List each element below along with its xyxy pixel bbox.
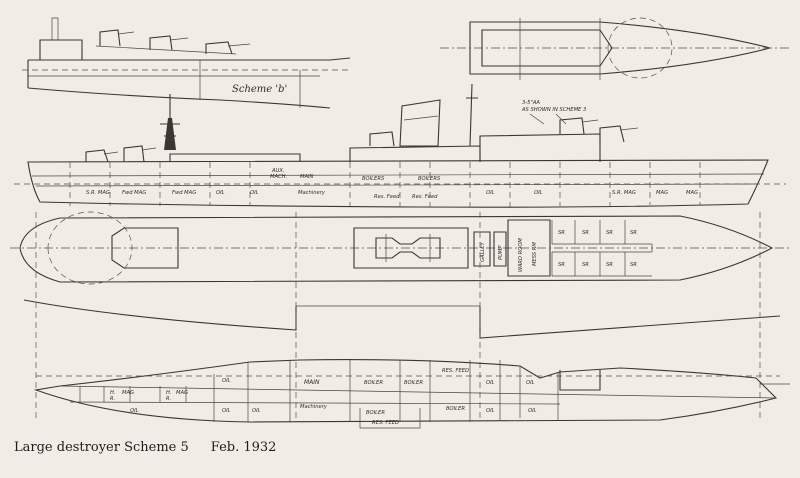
hold-oil-a: OIL bbox=[222, 378, 231, 384]
pump-label: PUMP bbox=[498, 245, 504, 260]
profile-fwd-mag-2: Fwd MAG bbox=[172, 190, 196, 196]
hold-oil-d: OIL bbox=[486, 408, 495, 414]
hold-boiler-1: BOILER bbox=[364, 380, 383, 386]
hold-oil-f: OIL bbox=[222, 408, 231, 414]
sr-cabin-4: SR bbox=[630, 230, 637, 236]
profile-main-label: MAIN bbox=[300, 174, 314, 180]
profile-aft-mag-1: S.R. MAG bbox=[612, 190, 636, 196]
hold-main-label: MAIN bbox=[304, 379, 320, 386]
profile-oil-3: OIL bbox=[486, 190, 495, 196]
profile-boilers-2: BOILERS bbox=[418, 176, 441, 182]
figure-caption: Large destroyer Scheme 5 Feb. 1932 bbox=[14, 440, 276, 455]
hold-oil-b: OIL bbox=[486, 380, 495, 386]
profile-sr-mag: S.R. MAG bbox=[86, 190, 110, 196]
hold-boiler-2: BOILER bbox=[404, 380, 423, 386]
main-profile-view: 3-5"AA AS SHOWN IN SCHEME 3 AUX. MACH. M… bbox=[14, 83, 786, 208]
scheme-b-sketch: Scheme 'b' bbox=[22, 17, 351, 109]
sr-cabin-8: SR bbox=[630, 262, 637, 268]
sr-cabin-1: SR bbox=[558, 230, 565, 236]
deck-plan-view: GALLEY PUMP WARD ROOM MESS RM SR SR SR S… bbox=[10, 211, 790, 420]
hold-machinery-label: Machinery bbox=[300, 404, 328, 410]
hold-plan-view: OIL MAIN Machinery BOILER BOILER BOILER … bbox=[33, 359, 790, 429]
profile-aux-label: AUX. bbox=[271, 168, 285, 174]
profile-oil-2: OIL bbox=[250, 190, 259, 196]
profile-res-feed-2: Res. Feed bbox=[412, 194, 438, 200]
mess-room-label: MESS RM bbox=[532, 242, 538, 266]
hold-oil-h: OIL bbox=[130, 408, 139, 414]
profile-oil-1: OIL bbox=[216, 190, 225, 196]
aa-gun-note-line2: AS SHOWN IN SCHEME 3 bbox=[521, 107, 586, 113]
hold-oil-g: OIL bbox=[252, 408, 261, 414]
hold-boiler-4: BOILER bbox=[446, 406, 465, 412]
galley-label: GALLEY bbox=[480, 241, 486, 262]
hold-boiler-3: BOILER bbox=[366, 410, 385, 416]
hold-oil-e: OIL bbox=[528, 408, 537, 414]
profile-machinery: Machinery bbox=[298, 190, 326, 196]
profile-oil-4: OIL bbox=[534, 190, 543, 196]
hold-res-feed-1: RES. FEED bbox=[442, 368, 469, 374]
profile-mach-label: MACH. bbox=[270, 174, 287, 180]
hold-hr-1: H. bbox=[110, 390, 116, 396]
ward-room-label: WARD ROOM bbox=[518, 238, 524, 272]
hold-oil-c: OIL bbox=[526, 380, 535, 386]
caption-title: Large destroyer Scheme 5 bbox=[14, 440, 189, 455]
hold-hr-3: H. bbox=[166, 390, 172, 396]
sr-cabin-6: SR bbox=[582, 262, 589, 268]
hold-hr-2: R. bbox=[110, 396, 115, 402]
aa-gun-note-line1: 3-5"AA bbox=[522, 100, 540, 106]
profile-boilers-1: BOILERS bbox=[362, 176, 385, 182]
profile-aft-mag-3: MAG bbox=[686, 190, 698, 196]
profile-res-feed-1: Res. Feed bbox=[374, 194, 400, 200]
hold-mag-2: MAG bbox=[176, 390, 188, 396]
scheme-b-label: Scheme 'b' bbox=[232, 84, 287, 95]
profile-aft-mag-2: MAG bbox=[656, 190, 668, 196]
sr-cabin-3: SR bbox=[606, 230, 613, 236]
sr-cabin-2: SR bbox=[582, 230, 589, 236]
hold-mag-1: MAG bbox=[122, 390, 134, 396]
caption-date: Feb. 1932 bbox=[210, 440, 277, 455]
hold-res-feed-2: RES. FEED bbox=[372, 420, 399, 426]
profile-fwd-mag-1: Fwd MAG bbox=[122, 190, 146, 196]
sr-cabin-7: SR bbox=[606, 262, 613, 268]
sr-cabin-5: SR bbox=[558, 262, 565, 268]
top-right-plan-view bbox=[440, 17, 790, 80]
hold-hr-4: R. bbox=[166, 396, 171, 402]
